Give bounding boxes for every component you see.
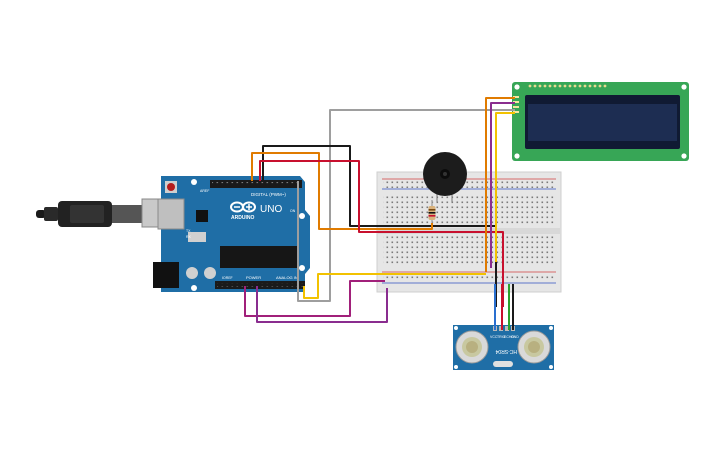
wire-orange-digital[interactable]	[251, 152, 433, 230]
wire-gray[interactable]	[297, 109, 515, 302]
arduino-uno-board[interactable]: ARDUINO UNO DIGITAL (PWM~) POWER ANALOG …	[153, 176, 310, 292]
usb-cable[interactable]	[36, 198, 173, 228]
rx-label: RX	[186, 235, 192, 239]
wire-red[interactable]	[259, 160, 504, 307]
ultrasonic-sensor[interactable]: VCC TRIG ECHO GND HC-SR04	[453, 325, 554, 370]
pin-trig-label: TRIG	[497, 335, 506, 339]
board-model-label: UNO	[260, 204, 282, 215]
digital-pins-label: DIGITAL (PWM~)	[251, 192, 286, 197]
arduino-logo-text: ARDUINO	[231, 215, 254, 221]
wire-yellow-analog[interactable]	[303, 273, 486, 299]
ioref-label: IOREF	[222, 276, 233, 280]
wire-magenta[interactable]	[244, 280, 385, 317]
aref-label: AREF	[200, 189, 209, 193]
wire-purple-lcd[interactable]	[490, 102, 515, 268]
analog-in-label: ANALOG IN	[276, 275, 298, 280]
tx-label: TX	[186, 229, 191, 233]
on-led-label: ON	[290, 209, 296, 213]
pin-gnd-label: GND	[511, 335, 519, 339]
pin-vcc-label: VCC	[490, 335, 498, 339]
arduino-logo-icon	[230, 201, 256, 213]
resistor[interactable]	[428, 200, 436, 226]
sensor-model-label: HC-SR04	[495, 348, 517, 354]
lcd-display[interactable]	[512, 82, 689, 161]
power-label: POWER	[246, 275, 261, 280]
wire-purple-power[interactable]	[256, 286, 388, 323]
wire-yellow-lcd[interactable]	[495, 112, 515, 262]
reset-button[interactable]	[167, 183, 175, 191]
wire-orange-lcd[interactable]	[485, 97, 515, 272]
piezo-buzzer[interactable]	[423, 152, 467, 202]
pin-echo-label: ECHO	[504, 335, 514, 339]
